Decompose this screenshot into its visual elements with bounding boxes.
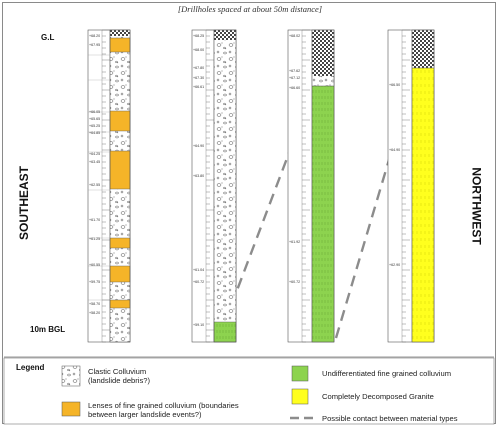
bh3-level-3: +66.60 xyxy=(289,86,300,90)
bh1-level-0: +68.20 xyxy=(89,34,100,38)
bh1-level-7: +63.45 xyxy=(89,160,100,164)
bh2-level-4: +66.61 xyxy=(193,85,204,89)
bh1-level-11: +60.55 xyxy=(89,263,100,267)
legend-orange-swatch xyxy=(61,401,81,417)
contact-lines xyxy=(223,68,418,339)
legend-clastic-label: Clastic Colluvium(landslide debris?) xyxy=(88,367,151,385)
bh1-level-10: +61.25 xyxy=(89,237,100,241)
bh1-level-6: +64.25 xyxy=(89,152,100,156)
bh1-level-13: +58.70 xyxy=(89,302,100,306)
borehole-1: +68.20 +67.95 +66.05 +65.65 +65.25 +64.8… xyxy=(87,29,131,343)
bh3-level-0: +68.02 xyxy=(289,34,300,38)
legend-box xyxy=(3,356,495,425)
borehole-4-tick-labels: +66.50 +64.90 +62.90 xyxy=(389,83,400,267)
legend-title: Legend xyxy=(16,363,45,372)
borehole-3: +68.02 +67.62 +67.12 +66.60 +61.92 +60.7… xyxy=(287,29,335,343)
borehole-3-tick-labels: +68.02 +67.62 +67.12 +66.60 +61.92 +60.7… xyxy=(289,34,300,284)
bh2-level-3: +67.30 xyxy=(193,76,204,80)
legend-lenses-label: Lenses of fine grained colluvium (bounda… xyxy=(88,401,239,419)
bh3-level-1: +67.62 xyxy=(289,69,300,73)
bh4-level-2: +62.90 xyxy=(389,263,400,267)
legend-clastic-swatch xyxy=(61,365,81,387)
bh1-level-5: +64.85 xyxy=(89,131,100,135)
bh2-level-1: +68.00 xyxy=(193,48,204,52)
bh1-level-12: +59.75 xyxy=(89,280,100,284)
borehole-2-tick-labels: +68.25 +68.00 +67.80 +67.30 +66.61 +64.9… xyxy=(193,34,204,327)
bh2-level-6: +63.80 xyxy=(193,174,204,178)
contact-line-2 xyxy=(334,68,418,339)
depth-label: 10m BGL xyxy=(30,325,66,334)
bh2-level-5: +64.90 xyxy=(193,144,204,148)
legend-green-swatch xyxy=(291,365,309,382)
bh1-level-3: +65.65 xyxy=(89,117,100,121)
bh4-level-1: +64.90 xyxy=(389,148,400,152)
bh1-level-2: +66.05 xyxy=(89,110,100,114)
bh2-level-7: +61.04 xyxy=(193,268,204,272)
bh3-level-2: +67.12 xyxy=(289,76,300,80)
bh2-level-2: +67.80 xyxy=(193,66,204,70)
contact-line-1 xyxy=(223,86,316,323)
bh1-level-14: +58.20 xyxy=(89,311,100,315)
borehole-2: +68.25 +68.00 +67.80 +67.30 +66.61 +64.9… xyxy=(191,29,237,343)
bh1-level-1: +67.95 xyxy=(89,43,100,47)
legend-yellow-swatch xyxy=(291,388,309,405)
bh4-level-0: +66.50 xyxy=(389,83,400,87)
legend-undifferentiated-label: Undifferentiated fine grained colluvium xyxy=(322,369,452,378)
bh3-level-5: +60.72 xyxy=(289,280,300,284)
legend-contact-label: Possible contact between material types xyxy=(322,414,458,423)
bh1-level-8: +62.55 xyxy=(89,183,100,187)
bh2-level-0: +68.25 xyxy=(193,34,204,38)
bh1-level-9: +61.70 xyxy=(89,218,100,222)
bh2-level-8: +60.72 xyxy=(193,280,204,284)
legend-granite-label: Completely Decomposed Granite xyxy=(322,392,434,401)
bh1-level-4: +65.25 xyxy=(89,124,100,128)
depth-scale-ticks xyxy=(102,29,410,343)
borehole-1-tick-labels: +68.20 +67.95 +66.05 +65.65 +65.25 +64.8… xyxy=(89,34,100,315)
ground-level-label: G.L xyxy=(41,33,55,42)
caption: [Drillholes spaced at about 50m distance… xyxy=(177,4,323,14)
bh2-level-9: +59.10 xyxy=(193,323,204,327)
bh3-level-4: +61.92 xyxy=(289,240,300,244)
borehole-4: +66.50 +64.90 +62.90 xyxy=(387,29,435,343)
